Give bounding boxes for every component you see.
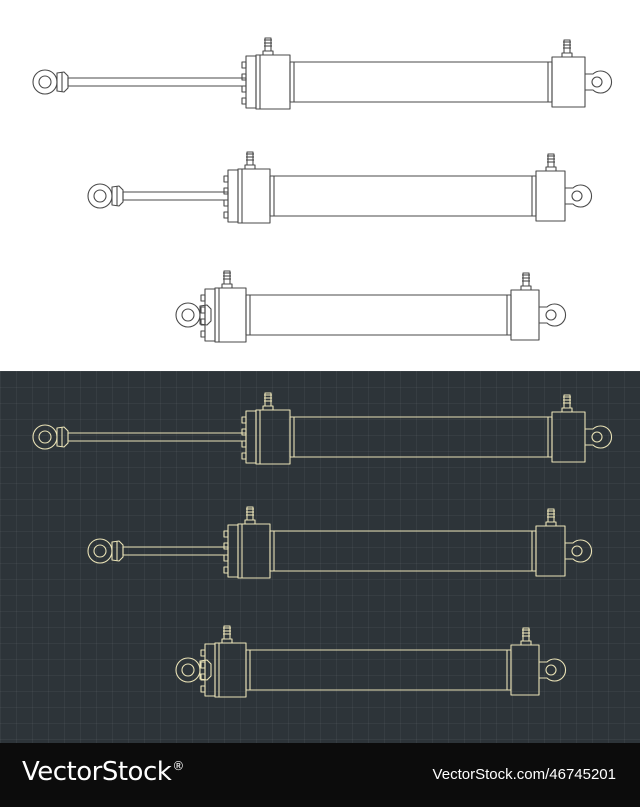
front-head — [255, 54, 291, 110]
front-flange — [204, 643, 216, 697]
port-fitting — [522, 272, 530, 286]
brand-name: VectorStock — [22, 757, 172, 787]
rear-clevis-eye — [565, 539, 593, 563]
vectorstock-logo: VectorStock® — [22, 757, 184, 787]
lock-nut — [111, 185, 124, 207]
rear-clevis-eye — [585, 425, 613, 449]
watermark-bar: VectorStock® VectorStock.com/46745201 — [0, 743, 640, 807]
cylinder-barrel — [289, 61, 553, 103]
port-fitting — [246, 506, 254, 520]
cylinder-barrel — [245, 649, 512, 691]
cylinder-dark-1 — [32, 392, 613, 465]
rear-head — [510, 289, 540, 341]
cylinder-light-1 — [32, 37, 613, 110]
lock-nut — [199, 304, 212, 326]
front-flange — [227, 169, 239, 223]
cylinder-dark-2 — [87, 506, 593, 579]
front-head — [214, 287, 247, 343]
piston-rod — [67, 77, 247, 87]
front-flange — [204, 288, 216, 342]
rear-clevis-eye — [539, 303, 567, 327]
front-flange — [227, 524, 239, 578]
port-fitting — [246, 151, 254, 165]
lock-nut — [56, 71, 69, 93]
rod-eye — [87, 538, 113, 564]
port-fitting — [522, 627, 530, 641]
rod-eye — [32, 69, 58, 95]
piston-rod — [122, 191, 229, 201]
rear-head — [535, 525, 566, 577]
rear-clevis-eye — [565, 184, 593, 208]
cylinder-light-2 — [87, 151, 593, 224]
piston-rod — [122, 546, 229, 556]
registered-mark: ® — [172, 759, 184, 774]
port-fitting — [547, 153, 555, 167]
rod-eye — [175, 302, 201, 328]
cylinder-dark-3 — [175, 625, 567, 698]
cylinder-barrel — [269, 175, 537, 217]
front-flange — [245, 410, 257, 464]
port-fitting — [563, 39, 571, 53]
rear-head — [551, 411, 586, 463]
image-reference: VectorStock.com/46745201 — [432, 766, 616, 783]
front-head — [214, 642, 247, 698]
lock-nut — [56, 426, 69, 448]
rear-clevis-eye — [585, 70, 613, 94]
rod-eye — [175, 657, 201, 683]
port-fitting — [223, 270, 231, 284]
rear-head — [510, 644, 540, 696]
rear-head — [551, 56, 586, 108]
cylinder-barrel — [245, 294, 512, 336]
rear-clevis-eye — [539, 658, 567, 682]
piston-rod — [67, 432, 247, 442]
dark-drawings — [32, 392, 613, 698]
port-fitting — [264, 37, 272, 51]
cylinder-barrel — [269, 530, 537, 572]
port-fitting — [223, 625, 231, 639]
rod-eye — [87, 183, 113, 209]
front-head — [237, 168, 271, 224]
port-fitting — [264, 392, 272, 406]
lock-nut — [199, 659, 212, 681]
front-flange — [245, 55, 257, 109]
rod-eye — [32, 424, 58, 450]
front-head — [237, 523, 271, 579]
cylinder-light-3 — [175, 270, 567, 343]
cylinder-barrel — [289, 416, 553, 458]
rear-head — [535, 170, 566, 222]
light-drawings — [32, 37, 613, 343]
dark-blueprint-panel — [0, 371, 640, 807]
front-head — [255, 409, 291, 465]
lock-nut — [111, 540, 124, 562]
port-fitting — [563, 394, 571, 408]
port-fitting — [547, 508, 555, 522]
